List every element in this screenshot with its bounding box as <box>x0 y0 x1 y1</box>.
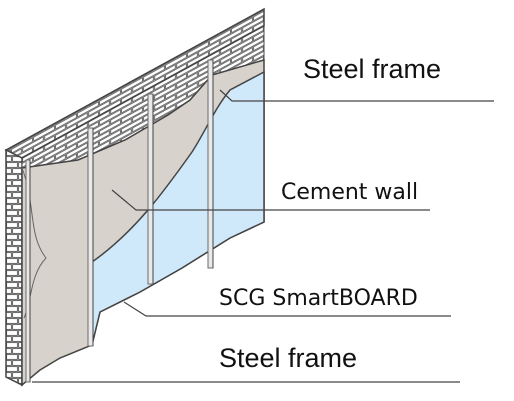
leader-steel-frame-top <box>219 89 494 102</box>
smartboard-panel <box>91 70 265 346</box>
leader-cement-wall <box>111 189 430 211</box>
steel-stud-4 <box>207 59 214 269</box>
leader-lines <box>32 89 494 383</box>
steel-stud-3 <box>147 93 154 285</box>
label-steel-frame-top: Steel frame <box>303 54 442 84</box>
label-steel-frame-bottom: Steel frame <box>219 343 358 373</box>
steel-stud-2 <box>87 127 94 347</box>
label-cement-wall: Cement wall <box>281 180 419 205</box>
label-scg-smartboard: SCG SmartBOARD <box>219 286 418 311</box>
leader-smartboard <box>123 301 451 317</box>
brick-wall-side <box>5 148 23 387</box>
steel-stud-1 <box>25 159 31 383</box>
